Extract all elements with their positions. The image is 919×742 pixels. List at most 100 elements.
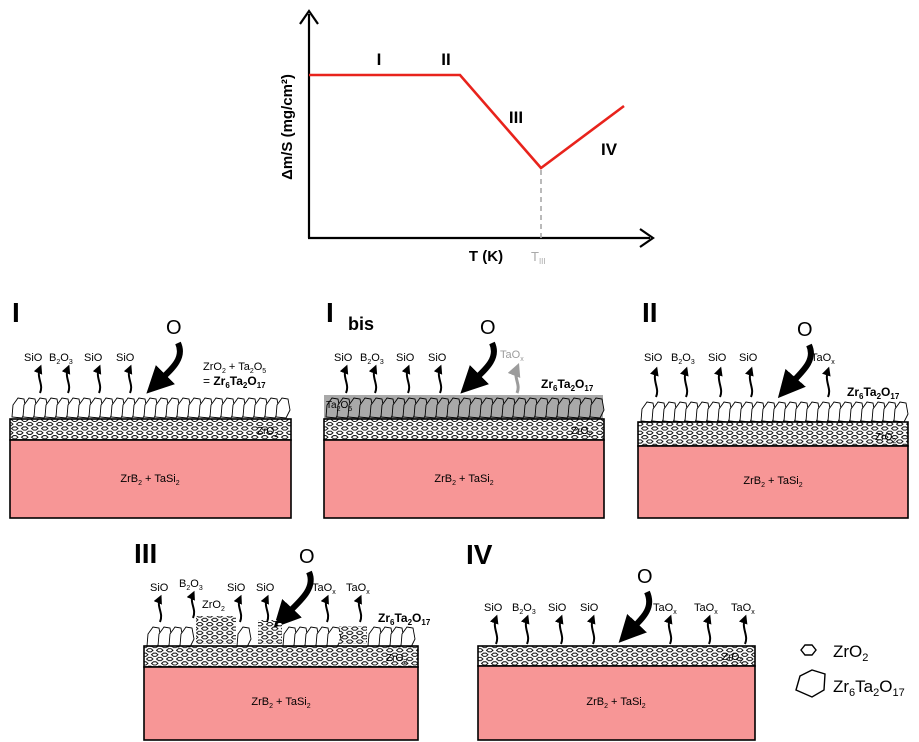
grain-layer xyxy=(282,626,342,648)
legend-label-zr6ta2o17: Zr6Ta2O17 xyxy=(833,677,905,699)
zr6ta2o17-grain xyxy=(66,397,82,419)
zr6ta2o17-grain xyxy=(132,397,148,419)
oxygen-arrow xyxy=(618,590,653,643)
species-sio: SiO xyxy=(84,352,103,364)
substrate xyxy=(637,445,909,519)
zro2-cluster xyxy=(196,616,236,644)
zr6ta2o17-grain xyxy=(490,397,506,419)
panel-title: III xyxy=(134,538,157,569)
species-taox: TaOx xyxy=(653,602,677,616)
zr6ta2o17-grain xyxy=(176,397,192,419)
oxygen-arrow xyxy=(273,570,314,628)
zr6ta2o17-grain xyxy=(501,397,517,419)
species-taox: TaOx xyxy=(500,349,524,363)
zr6ta2o17-grain xyxy=(457,397,473,419)
species-sio: SiO xyxy=(580,602,599,614)
species-sio: SiO xyxy=(739,352,758,364)
species-b2o3: B2O3 xyxy=(360,352,384,366)
substrate-label: ZrB2 + TaSi2 xyxy=(586,696,645,710)
stage-label-iv: IV xyxy=(601,140,618,159)
zr6ta2o17-grain xyxy=(369,397,385,419)
x-axis-arrowhead xyxy=(639,228,655,248)
oxygen-arrow xyxy=(146,341,183,394)
zr6ta2o17-grain xyxy=(22,397,38,419)
zr6ta2o17-grain xyxy=(578,397,594,419)
panel-iv: IV O SiO B2O3 SiO SiO TaOx TaOx TaOx ZrO… xyxy=(466,539,756,741)
mass-gain-graph: Δm/S (mg/cm²) T (K) TIII I II III IV xyxy=(279,9,655,266)
grain-layer xyxy=(640,401,909,423)
y-axis-arrowhead xyxy=(299,9,319,25)
zr6ta2o17-grain xyxy=(380,397,396,419)
species-sio: SiO xyxy=(644,352,663,364)
species-taox: TaOx xyxy=(731,602,755,616)
zr6ta2o17-grain xyxy=(512,397,528,419)
zro2-layer xyxy=(143,645,419,668)
grain-layer xyxy=(325,397,605,419)
substrate xyxy=(323,439,605,519)
zr6ta2o17-grain xyxy=(479,397,495,419)
zr6ta2o17-grain xyxy=(391,397,407,419)
t-iii-label: TIII xyxy=(531,249,546,266)
substrate xyxy=(143,666,419,741)
zro2-inline: ZrO2 xyxy=(202,599,225,613)
substrate-label: ZrB2 + TaSi2 xyxy=(434,473,493,487)
escape-arrows xyxy=(153,590,363,623)
escape-arrows xyxy=(339,364,443,394)
substrate xyxy=(9,439,292,519)
zr6ta2o17-grain xyxy=(165,397,181,419)
zro2-label: ZrO2 xyxy=(386,653,407,666)
zr6ta2o17-grain xyxy=(143,397,159,419)
zr6ta2o17-grain xyxy=(358,397,374,419)
zro2-label: ZrO2 xyxy=(722,652,743,665)
reaction-equation: ZrO2 + Ta2O5 xyxy=(203,361,266,375)
zr6ta2o17-grain xyxy=(446,397,462,419)
zro2-layer xyxy=(323,418,605,441)
stage-label-iii: III xyxy=(509,108,523,127)
oxygen-label: O xyxy=(480,317,496,339)
species-taox: TaOx xyxy=(312,582,336,596)
zro2-label: ZrO2 xyxy=(875,432,896,445)
legend: ZrO2 Zr6Ta2O17 xyxy=(795,642,905,699)
species-labels: SiO B2O3 SiO SiO TaOx TaOx TaOx xyxy=(484,602,755,616)
species-sio: SiO xyxy=(428,352,447,364)
stage-label-i: I xyxy=(377,50,382,69)
species-sio: SiO xyxy=(227,582,246,594)
zro2-layer xyxy=(477,645,756,667)
oxygen-arrow xyxy=(777,343,814,399)
species-labels: SiO B2O3 SiO SiO TaOx TaOx ZrO2 xyxy=(150,578,370,613)
zr6ta2o17-grain xyxy=(55,397,71,419)
species-taox: TaOx xyxy=(811,352,835,366)
species-sio: SiO xyxy=(256,582,275,594)
zr6ta2o17-grain xyxy=(209,397,225,419)
species-sio: SiO xyxy=(334,352,353,364)
grain-layer xyxy=(146,626,195,648)
panel-title: I xyxy=(12,297,20,328)
substrate-label: ZrB2 + TaSi2 xyxy=(251,696,310,710)
zr6ta2o17-grain xyxy=(523,397,539,419)
species-sio: SiO xyxy=(708,352,727,364)
species-sio: SiO xyxy=(484,602,503,614)
zr6ta2o17-grain xyxy=(893,401,909,423)
oxygen-label: O xyxy=(166,317,182,339)
hexagon-icon xyxy=(800,644,817,656)
zr6ta2o17-grain xyxy=(253,397,269,419)
panel-i-bis: I bis O SiO B2O3 SiO SiO TaOx Zr6Ta2O17 … xyxy=(323,297,605,519)
escape-arrows xyxy=(650,366,831,398)
oxygen-arrow xyxy=(460,341,497,394)
zr6ta2o17-grain xyxy=(77,397,93,419)
species-b2o3: B2O3 xyxy=(49,352,73,366)
zr6ta2o17-grain xyxy=(424,397,440,419)
zr6ta2o17-grain xyxy=(110,397,126,419)
zr6ta2o17-grain xyxy=(567,397,583,419)
zr6ta2o17-grain xyxy=(326,626,342,648)
zr6ta2o17-grain xyxy=(400,626,416,648)
y-axis-label: Δm/S (mg/cm²) xyxy=(279,74,296,180)
grain-layer xyxy=(11,397,291,419)
phase-label: Zr6Ta2O17 xyxy=(847,385,900,401)
species-taox: TaOx xyxy=(346,582,370,596)
panel-title: II xyxy=(642,297,658,328)
species-labels: SiO B2O3 SiO SiO TaOx xyxy=(644,352,835,366)
species-taox: TaOx xyxy=(694,602,718,616)
mass-change-curve xyxy=(309,73,625,170)
